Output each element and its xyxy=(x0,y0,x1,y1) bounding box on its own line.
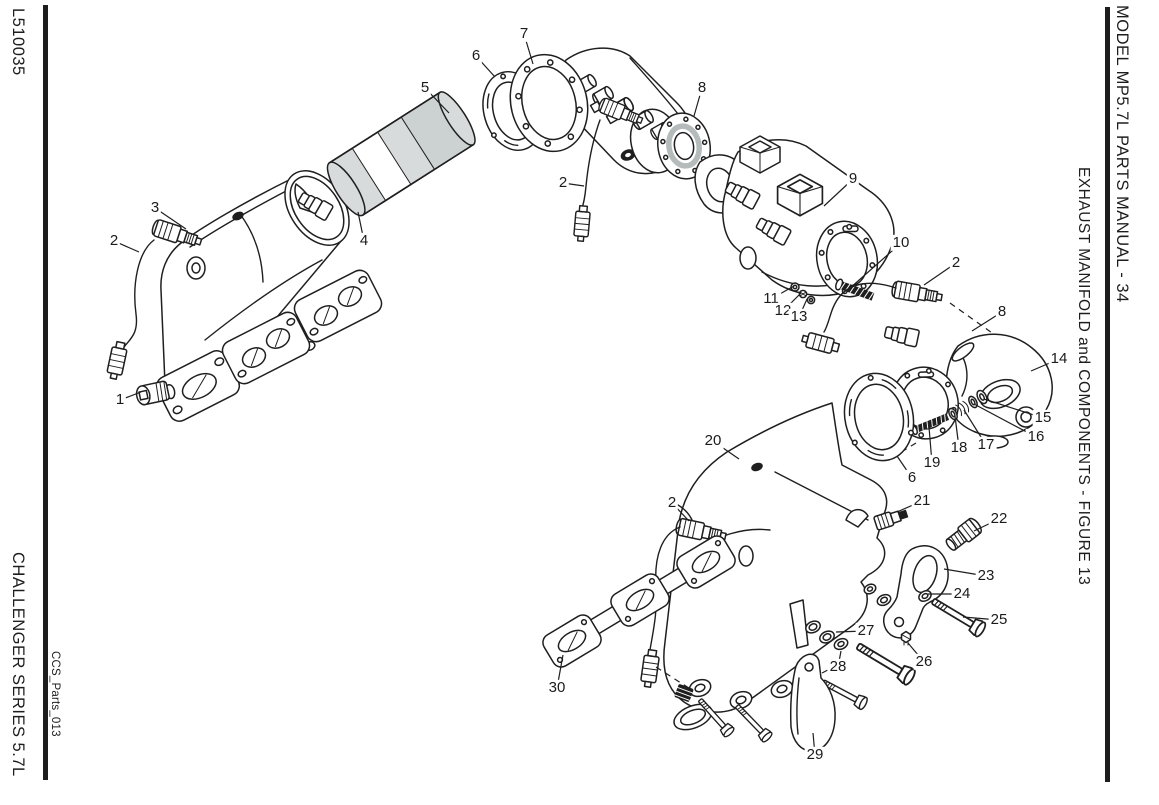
exhaust-riser xyxy=(722,135,895,305)
callout-6: 6 xyxy=(469,46,483,64)
right-margin-rule xyxy=(1105,7,1110,782)
left-margin-rule xyxy=(43,5,48,780)
callout-28: 28 xyxy=(827,657,849,675)
figure-title: EXHAUST MANIFOLD and COMPONENTS - FIGURE… xyxy=(1075,167,1092,586)
callout-2: 2 xyxy=(107,231,121,249)
callout-20: 20 xyxy=(702,431,724,449)
grommets-27 xyxy=(805,620,835,644)
callout-18: 18 xyxy=(948,438,970,456)
manifold-gasket-strip xyxy=(542,535,736,668)
callout-21: 21 xyxy=(911,491,933,509)
callout-29: 29 xyxy=(804,745,826,763)
callout-4: 4 xyxy=(357,231,371,249)
callout-2: 2 xyxy=(556,173,570,191)
callout-10: 10 xyxy=(890,233,912,251)
plug-22 xyxy=(945,517,982,551)
callout-13: 13 xyxy=(788,307,810,325)
callout-2: 2 xyxy=(665,493,679,511)
callout-8: 8 xyxy=(695,78,709,96)
callout-1: 1 xyxy=(113,390,127,408)
oxygen-sensor-top xyxy=(572,96,646,243)
callout-26: 26 xyxy=(913,652,935,670)
callout-27: 27 xyxy=(855,621,877,639)
manifold-upper xyxy=(155,170,383,422)
bolt-lower-a xyxy=(852,637,918,688)
callout-19: 19 xyxy=(921,453,943,471)
flange-plate-upper xyxy=(657,112,711,180)
callout-22: 22 xyxy=(988,509,1010,527)
callout-24: 24 xyxy=(951,584,973,602)
callout-30: 30 xyxy=(546,678,568,696)
document-number: L510035 xyxy=(9,8,27,76)
callout-11: 11 xyxy=(761,289,781,307)
callout-17: 17 xyxy=(975,435,997,453)
callout-14: 14 xyxy=(1048,349,1070,367)
callout-6: 6 xyxy=(905,468,919,486)
manual-title: MODEL MP5.7L PARTS MANUAL - 34 xyxy=(1113,5,1131,303)
callout-23: 23 xyxy=(975,566,997,584)
nut-26 xyxy=(900,630,912,646)
callout-2: 2 xyxy=(949,253,963,271)
callout-8: 8 xyxy=(995,302,1009,320)
pipe-plug-1 xyxy=(135,380,176,406)
exhaust-tube xyxy=(326,91,476,217)
callout-7: 7 xyxy=(517,24,531,42)
washer-28 xyxy=(833,637,849,651)
callout-15: 15 xyxy=(1032,408,1054,426)
callout-16: 16 xyxy=(1025,427,1047,445)
series-title: CHALLENGER SERIES 5.7L xyxy=(9,552,27,777)
oxygen-sensor-upper-left xyxy=(105,217,205,381)
callout-3: 3 xyxy=(148,198,162,216)
callout-9: 9 xyxy=(846,169,860,187)
file-reference: CCS_Parts_013 xyxy=(49,651,61,737)
exhaust-elbow-right xyxy=(843,322,1053,462)
callout-25: 25 xyxy=(988,610,1010,628)
bolt-lower-d xyxy=(731,700,774,744)
callout-12: 12 xyxy=(772,301,794,319)
callout-5: 5 xyxy=(418,78,432,96)
